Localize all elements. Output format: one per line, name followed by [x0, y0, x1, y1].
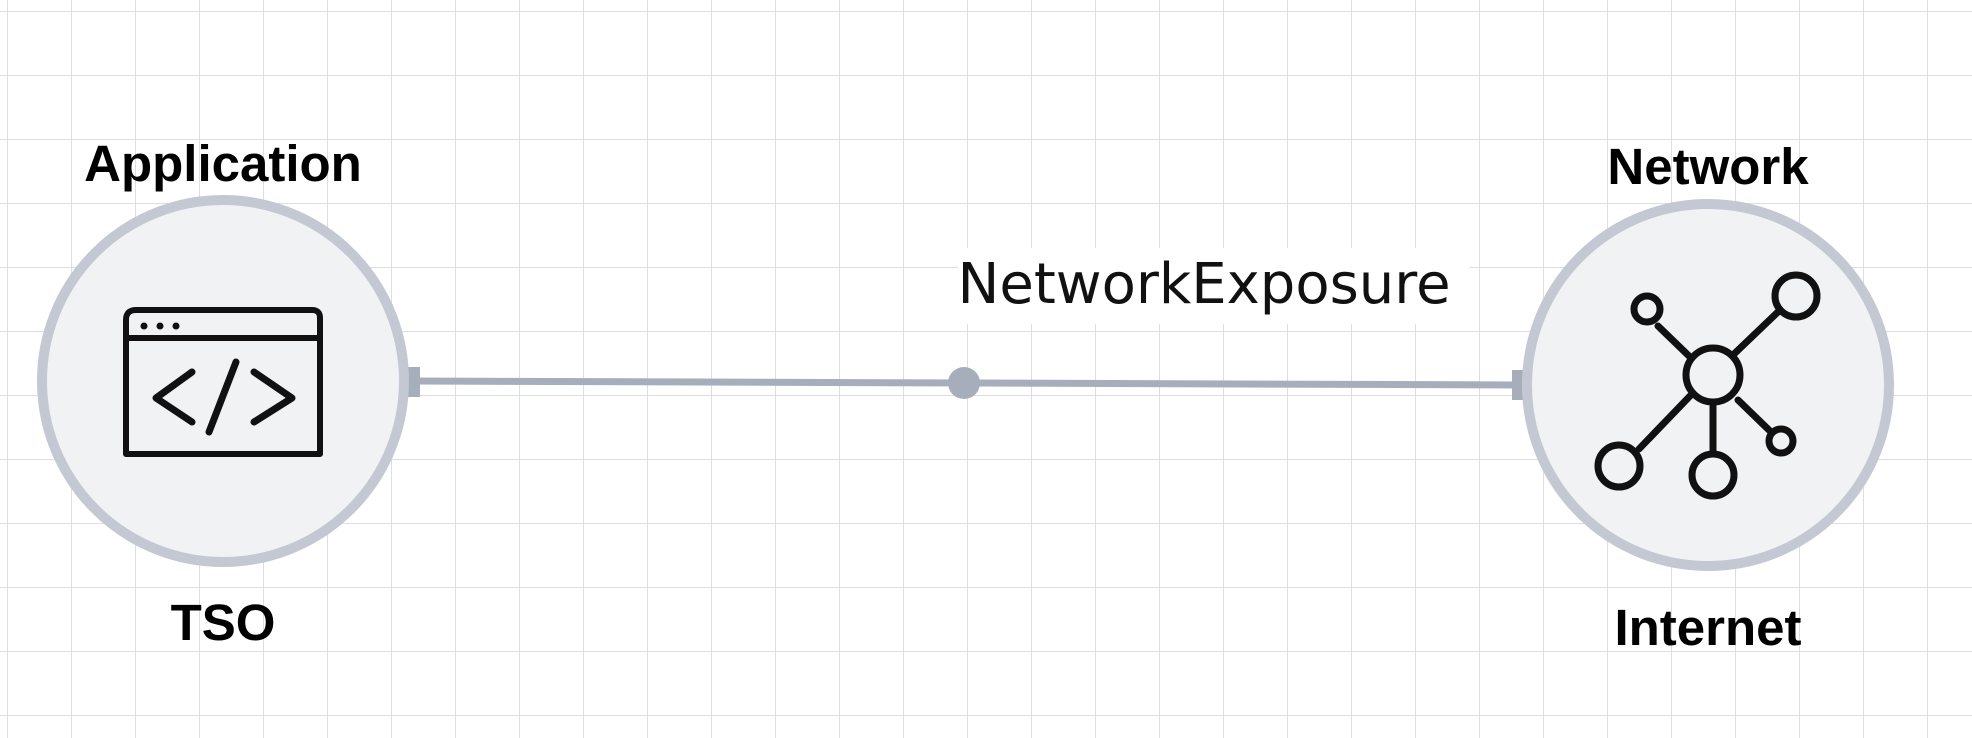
code-window-icon [123, 307, 323, 457]
node-application[interactable]: Application TSO [37, 135, 409, 651]
node-name-label: Internet [1614, 599, 1801, 656]
node-circle[interactable] [1522, 199, 1894, 571]
edge-label[interactable]: NetworkExposure [957, 252, 1450, 317]
node-type-label: Application [84, 135, 362, 192]
edge-midpoint-handle[interactable] [948, 367, 980, 399]
node-circle[interactable] [37, 195, 409, 567]
edge-target-endpoint [1512, 370, 1524, 400]
network-hub-icon [1594, 271, 1821, 500]
edge-network-exposure[interactable]: NetworkExposure [408, 248, 1524, 400]
node-network[interactable]: Network Internet [1522, 138, 1894, 656]
edge-label-background [958, 248, 1470, 324]
node-type-label: Network [1607, 138, 1809, 195]
node-name-label: TSO [171, 594, 276, 651]
